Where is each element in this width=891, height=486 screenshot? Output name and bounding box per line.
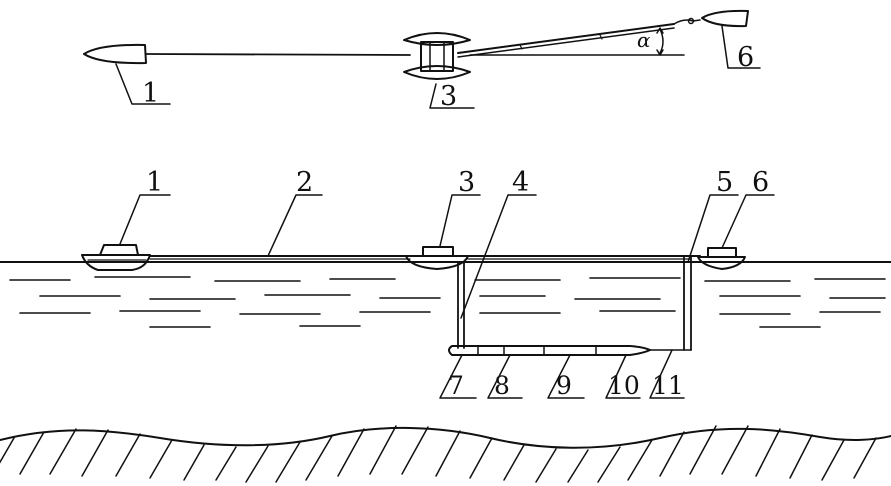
label-6-plan: 6 — [737, 42, 754, 73]
angle-arrow-top — [656, 27, 664, 34]
towline-plan — [145, 53, 411, 56]
leader-10 — [605, 354, 641, 399]
tow-rod-plan-edge — [457, 27, 675, 58]
leader-6-side — [721, 194, 775, 249]
label-2: 2 — [296, 167, 313, 198]
leader-11 — [649, 349, 685, 399]
label-8: 8 — [494, 371, 510, 400]
water-ripples — [9, 276, 886, 328]
angle-symbol: α — [637, 28, 651, 52]
vessel-1-plan — [83, 43, 147, 65]
angle-arc — [659, 28, 664, 54]
leader-9 — [547, 354, 585, 399]
leader-1-plan — [115, 63, 171, 105]
label-3-side: 3 — [458, 167, 475, 198]
buoy-3-plan — [403, 32, 471, 80]
rod-mark-a — [519, 44, 523, 50]
label-10: 10 — [608, 371, 640, 400]
label-1-plan: 1 — [142, 78, 159, 109]
leader-8 — [487, 354, 523, 399]
tow-rod-plan — [457, 23, 675, 54]
label-7: 7 — [448, 371, 464, 400]
vessel-6-side — [697, 247, 746, 270]
leader-3-plan — [429, 83, 475, 109]
buoy-3-side — [405, 246, 469, 270]
rod-mark-b — [599, 34, 603, 40]
label-5: 5 — [716, 167, 733, 198]
leader-1-side — [119, 194, 171, 245]
angle-arrow-bottom — [656, 49, 664, 56]
leader-5 — [687, 194, 739, 263]
leader-2 — [267, 194, 323, 257]
label-11: 11 — [652, 371, 684, 400]
vessel-1-side — [81, 244, 151, 271]
towed-body — [448, 345, 651, 356]
shackle-plan — [687, 17, 695, 25]
seabed-line — [0, 426, 891, 449]
label-4: 4 — [512, 167, 529, 198]
side-view: 1 2 3 4 5 6 7 8 9 10 11 — [0, 167, 891, 483]
leader-3-side — [439, 194, 481, 247]
leader-6-plan — [721, 25, 761, 69]
top-view: α 1 3 6 — [83, 9, 761, 112]
label-1-side: 1 — [146, 167, 163, 198]
label-6-side: 6 — [752, 167, 769, 198]
label-9: 9 — [556, 371, 572, 400]
vessel-6-plan — [701, 9, 749, 28]
seabed-hatching — [0, 425, 877, 483]
label-3-plan: 3 — [440, 81, 457, 112]
leader-4 — [460, 194, 537, 319]
leader-7 — [439, 354, 477, 399]
bridle-plan — [673, 19, 701, 25]
